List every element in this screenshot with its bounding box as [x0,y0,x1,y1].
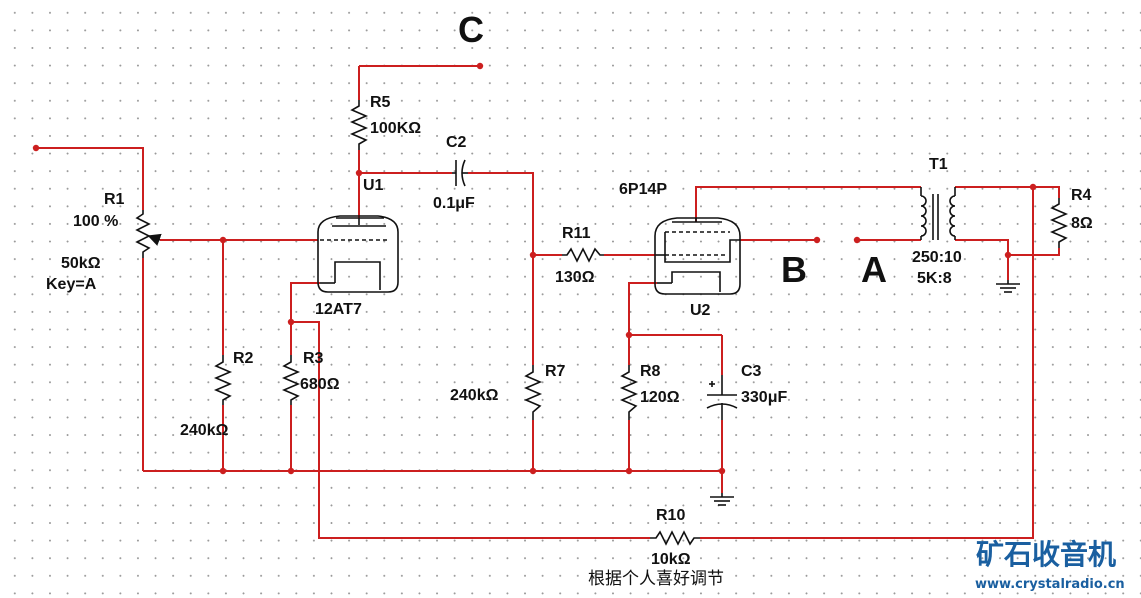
r5-ref: R5 [370,94,391,111]
r11-ref: R11 [562,225,591,242]
node-label-a: A [861,249,887,290]
r11-resistor [562,247,604,263]
c3-value: 330μF [741,389,788,406]
r8-value: 120Ω [640,389,680,406]
r11-value: 130Ω [555,269,595,286]
u1-ref: U1 [363,177,384,194]
t1-transformer [920,187,956,240]
junction-dots [32,62,1037,475]
r1-setting: 100 % [73,213,119,230]
c2-value: 0.1μF [433,195,475,212]
r8-ref: R8 [640,363,661,380]
r1-value: 50kΩ [61,255,101,272]
r1-key: Key=A [46,276,97,293]
r7-ref: R7 [545,363,566,380]
node-label-b: B [781,249,807,290]
r3-resistor [281,355,301,405]
ground-symbol-output [996,280,1020,293]
u1-vacuum-tube [317,215,399,293]
u2-vacuum-tube [654,217,741,295]
u2-ref: U2 [690,302,711,319]
r7-value: 240kΩ [450,387,499,404]
r4-ref: R4 [1071,187,1092,204]
c2-capacitor [452,159,468,187]
r1-potentiometer [135,210,162,258]
r10-resistor [650,530,700,546]
u1-type: 12AT7 [315,301,362,318]
r8-resistor [619,365,639,420]
ground-symbol-main [710,493,734,506]
r10-value: 10kΩ [651,551,691,568]
t1-impedance: 5K:8 [917,270,952,287]
r4-value: 8Ω [1071,215,1093,232]
r2-resistor [213,355,233,405]
r3-value: 680Ω [300,376,340,393]
r5-resistor [349,100,369,150]
r2-ref: R2 [233,350,254,367]
r3-ref: R3 [303,350,324,367]
r10-ref: R10 [656,507,686,524]
watermark-url: www.crystalradio.cn [975,577,1125,592]
u2-type: 6P14P [619,181,668,198]
c3-ref: C3 [741,363,762,380]
watermark-title: 矿石收音机 [976,538,1117,571]
c3-capacitor [706,375,738,420]
adjustment-note: 根据个人喜好调节 [588,569,724,589]
r7-resistor [523,365,543,420]
r4-resistor [1049,198,1069,248]
t1-ref: T1 [929,156,948,173]
r2-value: 240kΩ [180,422,229,439]
t1-ratio: 250:10 [912,249,962,266]
r5-value: 100KΩ [370,120,422,137]
r1-ref: R1 [104,191,125,208]
c2-ref: C2 [446,134,467,151]
node-label-c: C [458,9,484,50]
wires [36,65,1060,539]
